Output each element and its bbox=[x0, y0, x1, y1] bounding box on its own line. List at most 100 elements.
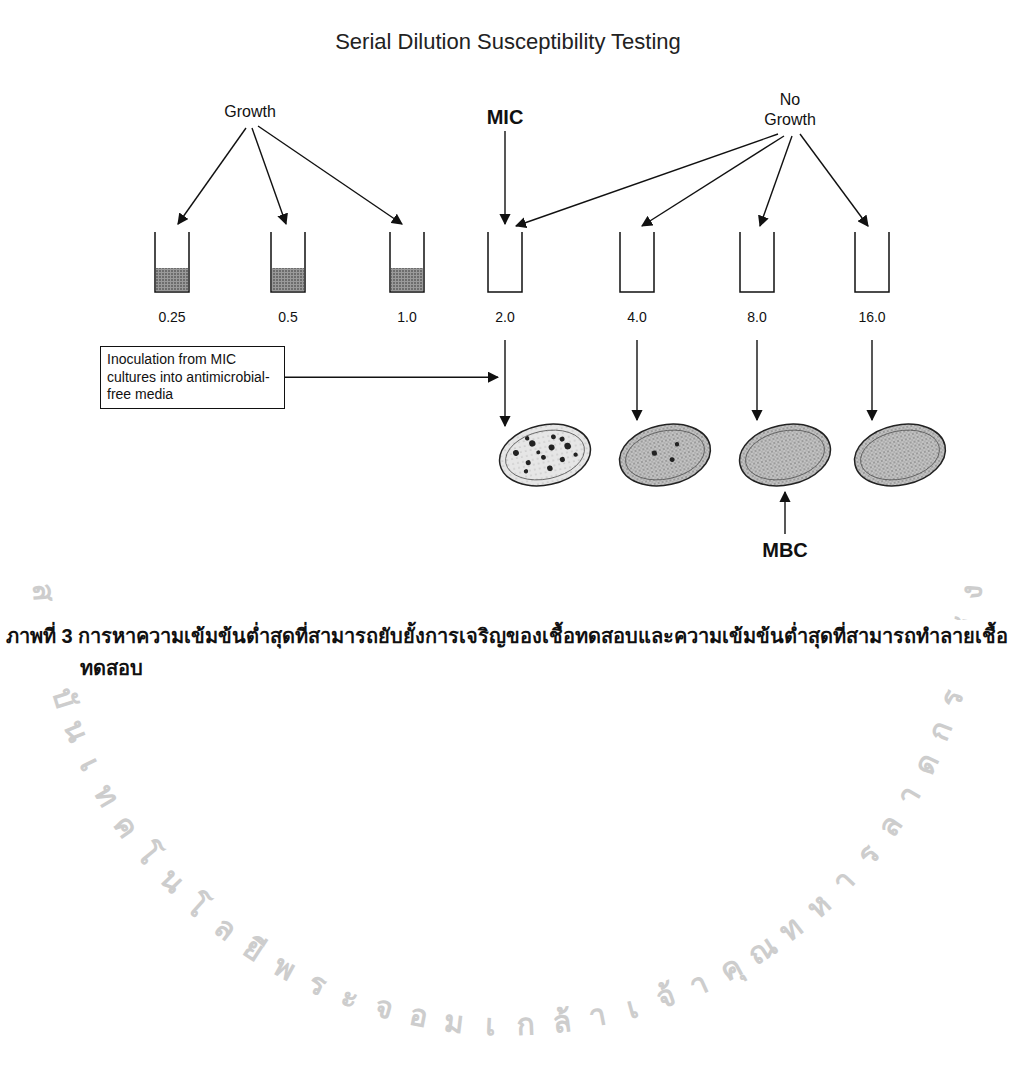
test-tube bbox=[155, 232, 189, 292]
group-label: Growth bbox=[224, 102, 276, 122]
colony bbox=[551, 434, 557, 440]
mic-label: MIC bbox=[487, 105, 524, 130]
watermark-glyph: ร bbox=[851, 839, 884, 870]
watermark-glyph: ก bbox=[516, 1009, 535, 1040]
watermark-glyph: ด bbox=[908, 749, 943, 779]
watermark-glyph: ร bbox=[303, 967, 330, 1001]
test-tube bbox=[855, 232, 889, 292]
colony bbox=[559, 436, 565, 442]
diagram-title: Serial Dilution Susceptibility Testing bbox=[335, 29, 681, 55]
pointer-arrow bbox=[642, 136, 784, 226]
concentration-value: 0.25 bbox=[158, 309, 185, 327]
petri-dish-outline bbox=[734, 416, 836, 494]
broth-growth bbox=[156, 268, 188, 291]
broth-growth bbox=[272, 268, 304, 291]
colony bbox=[512, 449, 519, 456]
colony bbox=[559, 456, 565, 462]
petri-dish-outline bbox=[849, 416, 951, 494]
transfer-arrow bbox=[636, 340, 637, 420]
concentration-value: 16.0 bbox=[858, 309, 885, 327]
watermark-glyph: ท bbox=[89, 780, 125, 812]
watermark-glyph: ล้ bbox=[551, 1006, 572, 1038]
watermark-glyph: ล bbox=[872, 810, 907, 842]
petri-dish-rim bbox=[741, 423, 829, 487]
pointer-arrow bbox=[285, 377, 498, 378]
watermark-glyph: น bbox=[58, 716, 94, 747]
test-tube bbox=[620, 232, 654, 292]
watermark-glyph: จ้ bbox=[652, 980, 679, 1014]
pointer-arrow bbox=[516, 134, 778, 226]
petri-dish-rim bbox=[856, 423, 944, 487]
concentration-value: 2.0 bbox=[495, 309, 514, 327]
watermark-glyph: ก bbox=[923, 718, 958, 746]
watermark-glyph: จ bbox=[372, 991, 397, 1025]
colony bbox=[548, 444, 555, 451]
mbc-label: MBC bbox=[762, 538, 808, 563]
watermark-glyph: โ bbox=[181, 890, 213, 923]
test-tube bbox=[488, 232, 522, 292]
watermark-glyph: โ bbox=[131, 839, 164, 870]
transfer-arrow bbox=[871, 340, 872, 420]
colony bbox=[669, 457, 675, 463]
watermark-glyph: เ bbox=[623, 992, 641, 1024]
transfer-arrow bbox=[504, 340, 505, 426]
petri-dish-outline bbox=[614, 416, 716, 494]
watermark-glyph: บั bbox=[47, 684, 81, 711]
pointer-arrow bbox=[258, 126, 402, 224]
colony bbox=[674, 442, 679, 447]
petri-dish-outline bbox=[494, 416, 596, 494]
watermark-glyph: ม bbox=[443, 1006, 466, 1038]
watermark-glyph: คุ bbox=[715, 950, 747, 986]
concentration-value: 4.0 bbox=[627, 309, 646, 327]
petri-dish bbox=[494, 416, 596, 494]
box-text: Inoculation from MIC cultures into antim… bbox=[107, 351, 278, 404]
watermark-glyph: พ bbox=[269, 950, 301, 986]
watermark-glyph: า bbox=[685, 967, 713, 1001]
pointer-arrow bbox=[800, 134, 868, 226]
concentration-value: 8.0 bbox=[747, 309, 766, 327]
watermark-glyph: เ bbox=[485, 1009, 496, 1039]
colony bbox=[564, 442, 572, 450]
petri-dish bbox=[614, 416, 716, 494]
petri-dish-rim bbox=[621, 423, 709, 487]
figure-caption: ภาพที่ 3 การหาความเข้มข้นต่ำสุดที่สามารถ… bbox=[6, 620, 1010, 684]
watermark-glyph: ส bbox=[29, 582, 60, 602]
watermark-glyph: น bbox=[154, 863, 190, 899]
colony bbox=[525, 460, 531, 466]
colony bbox=[547, 465, 554, 472]
watermark-glyph: า bbox=[586, 1000, 608, 1033]
watermark-glyph: ยี bbox=[238, 932, 269, 967]
concentration-value: 1.0 bbox=[397, 309, 416, 327]
colony bbox=[536, 450, 541, 455]
watermark-glyph: ง bbox=[956, 584, 987, 601]
concentration-value: 0.5 bbox=[278, 309, 297, 327]
colony bbox=[651, 450, 657, 456]
watermark-glyph: ห bbox=[801, 888, 836, 924]
petri-dish bbox=[849, 416, 951, 494]
test-tube bbox=[740, 232, 774, 292]
watermark-glyph: เ bbox=[75, 753, 106, 775]
test-tube bbox=[390, 232, 424, 292]
petri-dish-rim bbox=[501, 423, 589, 487]
colony bbox=[525, 436, 530, 441]
transfer-arrow bbox=[756, 340, 757, 420]
pointer-arrow bbox=[784, 492, 785, 534]
watermark-glyph: อ bbox=[407, 1000, 430, 1033]
pointer-arrow bbox=[760, 136, 792, 226]
watermark-glyph: ค bbox=[108, 809, 144, 843]
pointer-arrow bbox=[504, 131, 505, 224]
petri-dish bbox=[734, 416, 836, 494]
process-box: Inoculation from MIC cultures into antim… bbox=[100, 346, 285, 409]
colony bbox=[529, 440, 537, 448]
watermark-glyph: ล bbox=[209, 912, 242, 947]
watermark-glyph: ท bbox=[774, 911, 808, 947]
watermark-glyph: ะ bbox=[338, 981, 363, 1015]
colony bbox=[541, 455, 547, 461]
watermark-glyph: า bbox=[892, 781, 926, 811]
watermark-glyph: ณ bbox=[742, 929, 782, 969]
test-tube bbox=[271, 232, 305, 292]
group-label: No Growth bbox=[754, 90, 826, 130]
broth-growth bbox=[391, 268, 423, 291]
